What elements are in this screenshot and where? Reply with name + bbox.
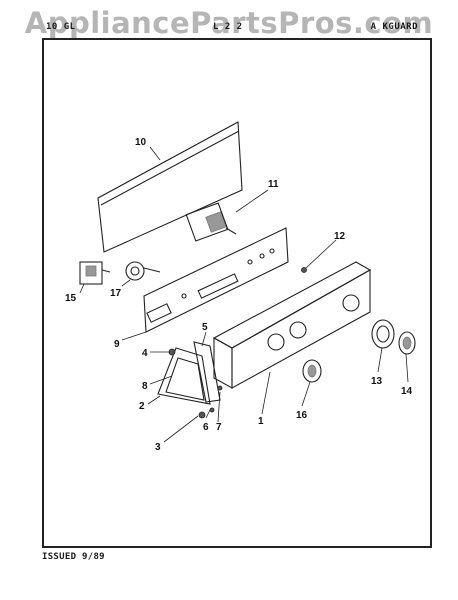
callout-10: 10	[135, 137, 147, 148]
callout-labels: 10 11 12 15 17 9 5 4 8 2 3 6 7 1 16 13 1…	[65, 137, 413, 453]
issued-date: ISSUED 9/89	[42, 552, 105, 562]
part-16-knob	[302, 359, 322, 383]
callout-13: 13	[371, 376, 383, 387]
watermark: AppliancePartsPros.com	[24, 6, 434, 40]
callout-7: 7	[216, 422, 222, 433]
callout-2: 2	[139, 401, 145, 412]
callout-17: 17	[110, 288, 122, 299]
callout-1: 1	[258, 416, 264, 427]
callout-14: 14	[401, 386, 413, 397]
header-section-title: A KGUARD	[370, 22, 418, 32]
part-15-switch	[79, 261, 111, 285]
callout-11: 11	[268, 179, 279, 190]
callout-16: 16	[296, 410, 308, 421]
part-10-cover-panel	[97, 121, 243, 253]
part-17-dial	[125, 261, 161, 281]
leader-lines	[79, 146, 409, 443]
part-9-console-panel	[143, 227, 289, 333]
part-5-bracket	[193, 341, 221, 403]
callout-8: 8	[142, 381, 148, 392]
diagram-frame	[42, 38, 432, 548]
callout-9: 9	[114, 339, 120, 350]
callout-3: 3	[155, 442, 161, 453]
callout-12: 12	[334, 231, 346, 242]
part-2-end-cap	[157, 347, 211, 405]
callout-6: 6	[203, 422, 209, 433]
hardware-parts	[168, 267, 307, 419]
callout-5: 5	[202, 322, 208, 333]
callout-15: 15	[65, 293, 77, 304]
part-14-knob	[398, 331, 416, 355]
header-model-code: 10 GL	[46, 22, 76, 32]
header-page-code: L 2 2	[213, 22, 243, 32]
callout-4: 4	[142, 348, 148, 359]
part-13-ring	[371, 319, 395, 349]
part-11-timer	[185, 202, 237, 242]
